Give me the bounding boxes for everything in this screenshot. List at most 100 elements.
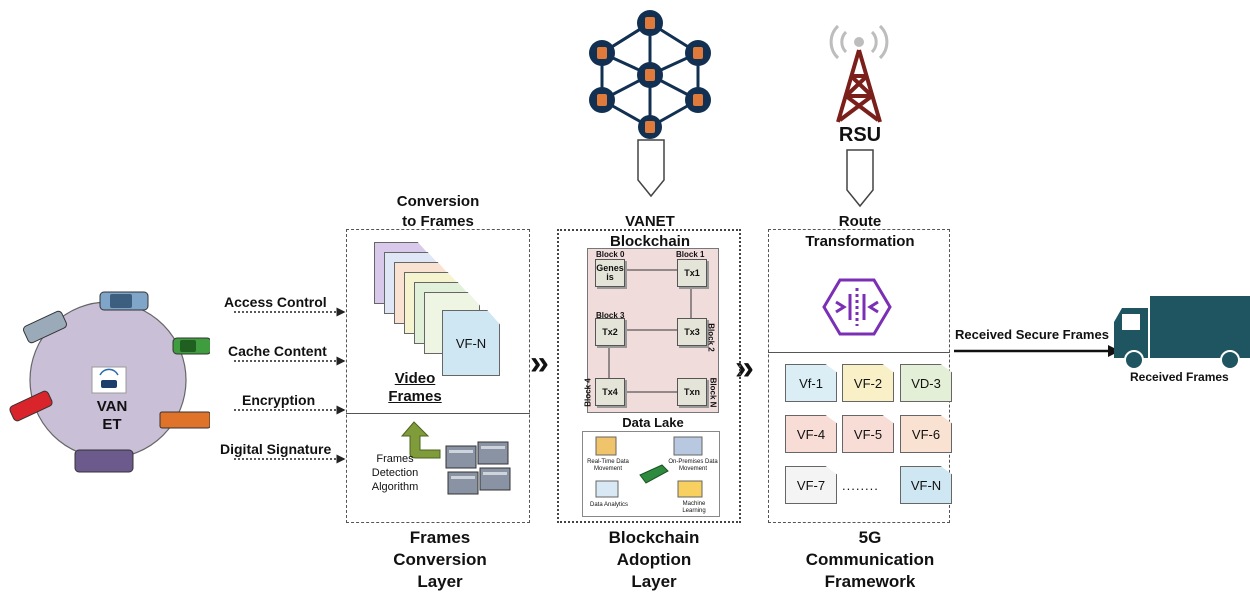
route-line1: Route <box>838 213 882 230</box>
vanet-blockchain-line2: Blockchain <box>609 233 691 250</box>
truck-icon <box>1114 296 1250 370</box>
ml-icon <box>677 480 703 498</box>
blockchain-layer-line2: Adoption <box>616 550 692 569</box>
frames-ellipsis: ........ <box>842 478 879 493</box>
conversion-title: Conversion to Frames <box>360 192 516 232</box>
frame-vd3-label: VD-3 <box>911 375 941 391</box>
frame-doc-vfn: VF-N <box>442 310 500 376</box>
block2-text: Tx3 <box>684 326 700 337</box>
block2-label: Block 2 <box>706 323 716 352</box>
neural-network-icon <box>589 10 711 139</box>
digital-signature-label: Digital Signature <box>220 441 332 457</box>
block3-label: Block 3 <box>596 311 625 320</box>
conversion-title-line2: to Frames <box>402 213 474 230</box>
frames-conversion-box <box>346 229 530 523</box>
rsu-tower-icon <box>829 24 889 123</box>
blockchain-box <box>557 229 741 523</box>
received-secure-frames-label: Received Secure Frames <box>955 327 1109 342</box>
block0: Genes is <box>595 259 625 287</box>
blockn-text: Txn <box>683 386 700 397</box>
car-silver-left-icon <box>22 310 68 344</box>
route-transform-icon <box>822 278 892 336</box>
block1-text: Tx1 <box>684 267 700 278</box>
frame-vf5: VF-5 <box>842 415 894 453</box>
block3: Tx2 <box>595 318 625 346</box>
encryption-label: Encryption <box>242 392 316 408</box>
frame-vf2: VF-2 <box>842 364 894 402</box>
frame-vfn-label: VF-N <box>910 477 942 493</box>
vanet-label-line1: VAN <box>96 398 128 415</box>
realtime-icon <box>595 436 617 456</box>
down-pointer-icon-rsu <box>846 149 874 208</box>
comm-layer-line2: Communication <box>805 550 935 569</box>
analytics-label: Data Analytics <box>589 502 629 508</box>
frames-layer-title: Frames Conversion Layer <box>380 527 500 593</box>
realtime-label: Real-Time Data Movement <box>587 459 629 472</box>
comm-layer-line3: Framework <box>824 572 916 591</box>
frame-vf7-label: VF-7 <box>796 477 826 493</box>
van-purple-bottom-icon <box>74 449 134 473</box>
block0-text: Genes is <box>596 263 624 282</box>
frame-vf4-label: VF-4 <box>796 426 826 442</box>
chevron-double-right-icon-1: » <box>530 344 549 382</box>
frame-doc-vfn-label: VF-N <box>455 335 487 351</box>
block1: Tx1 <box>677 259 707 287</box>
frame-vf4: VF-4 <box>785 415 837 453</box>
onprem-label: On-Premises Data Movement <box>668 459 718 472</box>
blockchain-layer-line1: Blockchain <box>608 528 700 547</box>
green-up-arrow-icon <box>400 421 441 459</box>
algo-line1: Frames <box>376 453 414 465</box>
cache-content-label: Cache Content <box>228 343 327 359</box>
output-arrow <box>954 345 1120 357</box>
frame-vf6: VF-6 <box>900 415 952 453</box>
frame-vfn: VF-N <box>900 466 952 504</box>
frames-divider <box>346 413 530 414</box>
vanet-blockchain-title: VANET Blockchain <box>580 212 720 252</box>
server-rack-icon <box>445 441 511 495</box>
frame-vf1-label: Vf-1 <box>799 375 823 391</box>
block2: Tx3 <box>677 318 707 346</box>
comm-divider <box>768 352 950 353</box>
vanet-blockchain-line1: VANET <box>625 213 675 230</box>
block4-label: Block 4 <box>583 378 593 407</box>
car-blue-top-icon <box>99 291 149 311</box>
block4: Tx4 <box>595 378 625 406</box>
vanet-circle-graphic <box>9 291 210 473</box>
down-pointer-icon-blockchain <box>637 139 665 198</box>
onprem-icon <box>673 436 703 456</box>
input-arrows <box>234 307 346 464</box>
conversion-title-line1: Conversion <box>396 193 480 210</box>
frames-layer-line2: Conversion <box>393 550 487 569</box>
detection-algorithm-label: Frames Detection Algorithm <box>352 452 438 494</box>
video-frames-line2: Frames <box>388 388 442 405</box>
frames-layer-line3: Layer <box>417 572 463 591</box>
data-lake-label: Data Lake <box>622 415 684 430</box>
frame-vf7: VF-7 <box>785 466 837 504</box>
comm-layer-title: 5G Communication Framework <box>790 527 950 593</box>
data-lake-icons <box>595 436 703 498</box>
block0-label: Block 0 <box>596 250 625 259</box>
frame-vf2-label: VF-2 <box>853 375 883 391</box>
car-green-right-icon <box>172 337 210 355</box>
blockn: Txn <box>677 378 707 406</box>
analytics-icon <box>595 480 619 498</box>
comm-layer-line1: 5G <box>858 528 882 547</box>
ml-label: Machine Learning <box>682 501 706 514</box>
blockchain-links <box>608 269 692 393</box>
blockchain-layer-title: Blockchain Adoption Layer <box>584 527 724 593</box>
rsu-label: RSU <box>838 124 882 146</box>
car-signal-icon <box>91 366 127 394</box>
block1-label: Block 1 <box>676 250 705 259</box>
frame-vf6-label: VF-6 <box>911 426 941 442</box>
frame-vf1: Vf-1 <box>785 364 837 402</box>
algo-line2: Detection <box>371 467 419 479</box>
algo-line3: Algorithm <box>371 481 419 493</box>
data-lake-connector-icon <box>639 464 669 484</box>
vanet-label: VAN ET <box>92 398 132 434</box>
frame-vf5-label: VF-5 <box>853 426 883 442</box>
blockn-label: Block N <box>708 377 718 408</box>
access-control-label: Access Control <box>224 294 327 310</box>
video-frames-label: Video Frames <box>380 370 450 406</box>
block4-text: Tx4 <box>602 386 618 397</box>
received-frames-label: Received Frames <box>1130 370 1229 384</box>
